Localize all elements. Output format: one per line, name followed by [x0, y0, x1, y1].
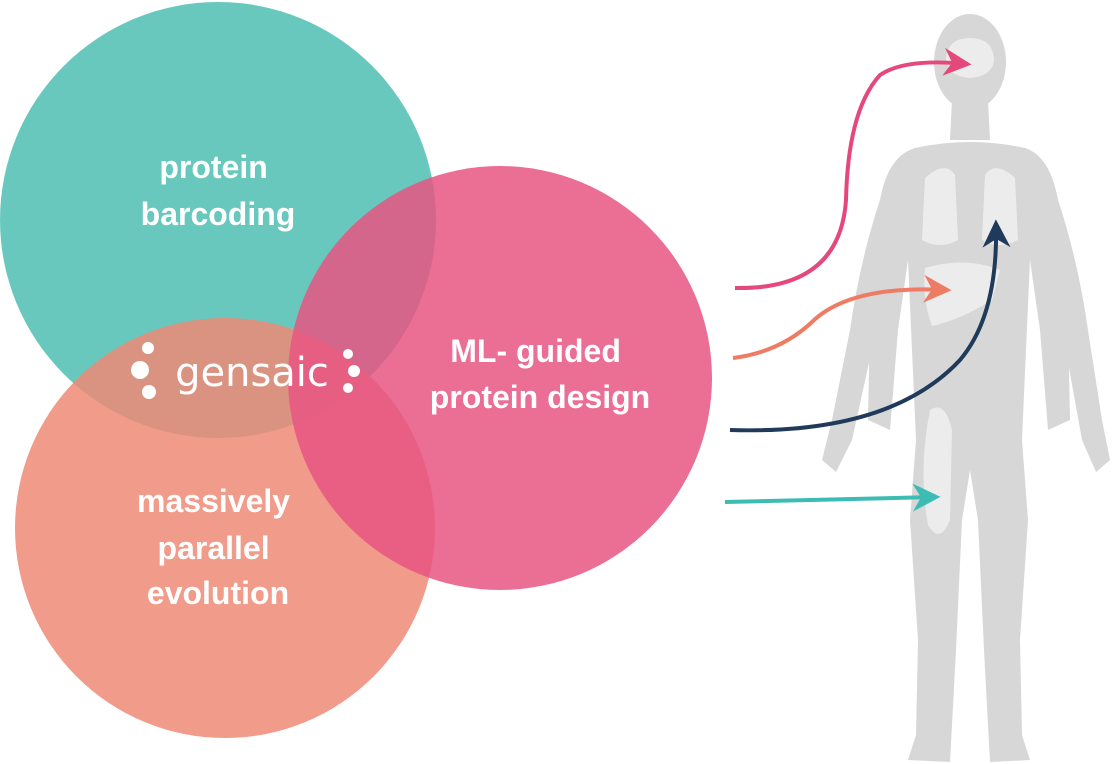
arrow-to-lung: [729, 219, 1011, 433]
right-arm: [1046, 200, 1110, 472]
arrow-to-leg-muscle: [724, 483, 941, 512]
left-lung-icon: [922, 168, 958, 245]
leg-muscle-icon: [923, 407, 952, 534]
right-lung-icon: [982, 168, 1018, 245]
massively-parallel-label: massively parallel evolution: [137, 483, 299, 611]
venn-diagram: protein barcoding ML- guided protein des…: [0, 2, 712, 738]
human-body-icon: [822, 14, 1110, 762]
targeting-arrows: [724, 47, 1011, 512]
brain-icon: [946, 38, 994, 78]
left-arm: [822, 200, 892, 472]
arrow-to-liver: [732, 274, 952, 360]
logo-left-dots-icon: [131, 342, 156, 399]
gensaic-logo: gensaic: [131, 342, 360, 399]
logo-right-dots-icon: [343, 349, 360, 393]
protein-barcoding-label: protein barcoding: [141, 149, 296, 232]
logo-text: gensaic: [175, 350, 329, 396]
torso: [868, 142, 1070, 762]
ml-guided-design-label: ML- guided protein design: [430, 333, 650, 415]
arrow-to-brain: [734, 47, 972, 291]
neck: [950, 100, 990, 140]
ml-guided-design-circle: [288, 166, 712, 590]
